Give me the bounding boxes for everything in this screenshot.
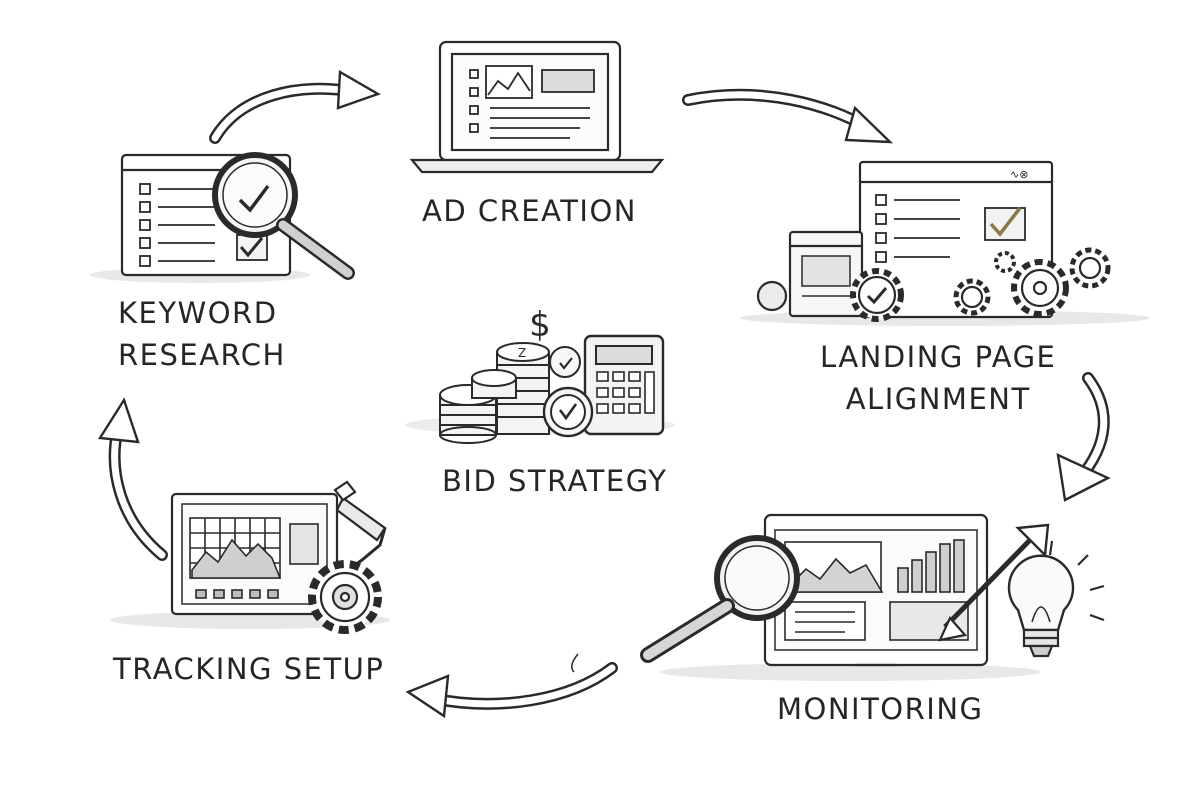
arrow-tracking-to-research [97, 397, 168, 561]
dollar-sign-icon: $ [529, 305, 551, 345]
gear-icon [1069, 247, 1111, 289]
laptop-ad-mockup-icon [409, 40, 665, 174]
coin-icon [549, 346, 581, 378]
magnifier-icon [640, 535, 800, 663]
step-label-keyword-research: Keyword Research [118, 296, 286, 372]
step-label-landing-page-alignment: Landing page alignment [820, 340, 1057, 416]
lightbulb-icon [1007, 540, 1105, 658]
step-label-tracking-setup: Tracking setup [113, 652, 385, 686]
monitor-chart-magnifier-lightbulb-icon [640, 513, 1105, 681]
arrow-research-to-ad-creation [209, 69, 381, 144]
gear-icon [1011, 259, 1069, 317]
gear-icon [994, 251, 1016, 273]
center-label-bid-strategy: Bid strategy [442, 464, 668, 498]
gear-icon [953, 278, 991, 316]
arrow-landing-page-to-monitoring [1056, 372, 1111, 502]
coin-icon [542, 386, 594, 438]
step-label-monitoring: Monitoring [777, 692, 984, 726]
gear-icon [308, 560, 382, 634]
wrench-icon [333, 480, 387, 574]
arrow-monitoring-to-tracking [405, 653, 618, 719]
svg-text:Z: Z [518, 346, 526, 360]
monitor-chart-gear-icon [110, 480, 390, 634]
step-label-ad-creation: Ad creation [422, 194, 637, 228]
arrow-ad-creation-to-landing-page [682, 88, 894, 144]
gear-icon [850, 268, 904, 322]
browser-window-gears-icon: ∿⊗ [740, 160, 1150, 326]
cycle-arrows [97, 69, 1111, 719]
laptop-checklist-magnifier-icon [90, 152, 355, 283]
coins-calculator-icon: Z $ [405, 305, 675, 444]
trend-arrow-icon [938, 523, 1050, 642]
svg-text:∿⊗: ∿⊗ [1010, 168, 1028, 181]
